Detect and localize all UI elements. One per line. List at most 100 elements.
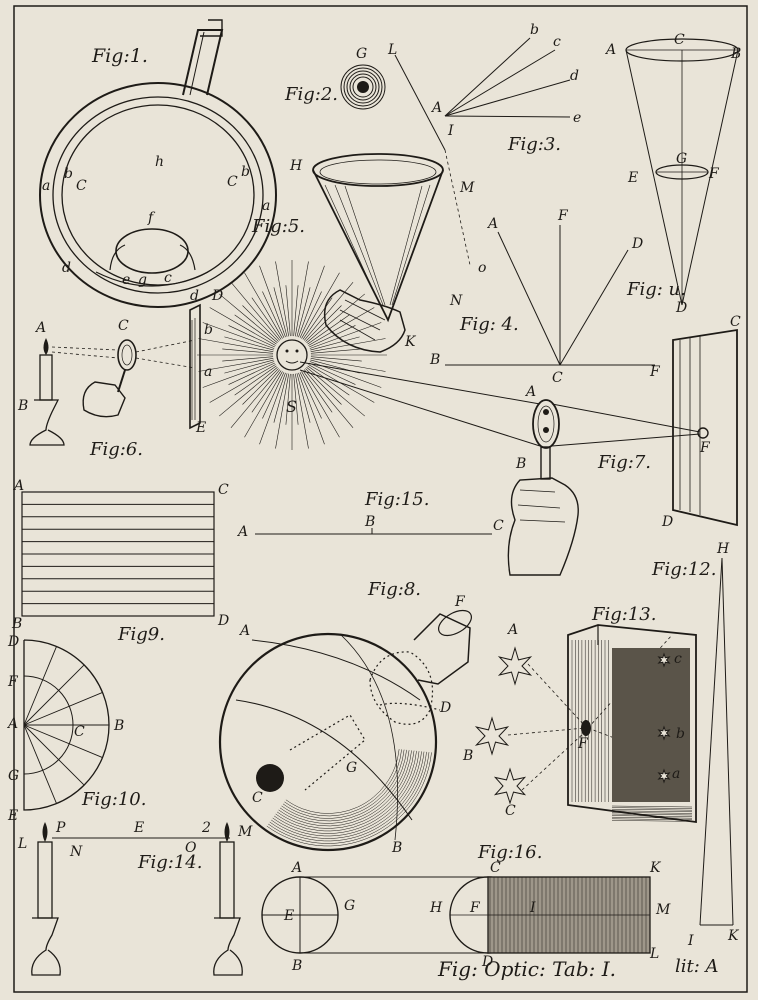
image-star-shape <box>657 725 671 741</box>
sun-ray <box>262 291 285 338</box>
fig9-lines <box>21 491 215 617</box>
fig7-label-b: B <box>515 456 526 472</box>
fig14-title: Fig:14. <box>137 852 202 873</box>
fig13-label-c: C <box>505 803 516 819</box>
sun-ray <box>306 293 365 344</box>
fig11-label-g: G <box>676 151 687 167</box>
sun-ray <box>202 322 275 349</box>
sun-ray <box>310 336 360 351</box>
fig5-cone-hatching <box>324 184 431 306</box>
fig3-label-a: A <box>430 100 442 116</box>
sun-ray <box>310 356 362 362</box>
fig9-label-b: B <box>11 616 22 632</box>
sun-ray <box>301 371 340 438</box>
fig9-label-a: A <box>12 478 24 494</box>
fig12-label-h: H <box>716 541 730 557</box>
fig6-title: Fig:6. <box>89 439 143 460</box>
fig7-label-d: D <box>661 514 673 530</box>
sun-ray <box>251 370 282 413</box>
fig8-shade-arc <box>269 751 427 842</box>
fig12-lines <box>699 557 734 926</box>
fig4-label-d: D <box>631 236 643 252</box>
fig7-labels: A B F C D <box>515 314 741 530</box>
sun-ray <box>302 370 333 413</box>
fig3-label-i: I <box>447 123 454 139</box>
fig1-label-f: f <box>147 210 156 226</box>
fig1-label-a-left: a <box>42 178 50 194</box>
fig11-cone <box>625 38 739 306</box>
fig10-label-d: D <box>7 634 19 650</box>
sun-ray <box>244 371 283 438</box>
fig6-apparatus <box>29 303 201 446</box>
fig13-label-f: F <box>577 736 589 752</box>
image-star-c-icon <box>657 652 671 668</box>
fig6-label-e: E <box>195 420 206 436</box>
sun-ray <box>309 322 382 349</box>
fig5-label-m: M <box>459 180 475 196</box>
sun-ray <box>298 372 325 445</box>
fig13-box <box>567 624 697 824</box>
fig14-label-n: N <box>69 844 83 860</box>
fig1-title: Fig:1. <box>91 45 148 67</box>
fig16-label-a: A <box>290 860 302 876</box>
sun-ray <box>309 325 356 348</box>
sun-ray <box>234 365 277 396</box>
fig5-label-n: N <box>449 293 463 309</box>
fig13-hatching <box>571 640 693 822</box>
fig5-labels: H M K o N <box>289 158 486 350</box>
fig10-spoke <box>23 724 57 804</box>
fig9-labels: A C B D <box>11 478 229 632</box>
fig1-label-c-right: C <box>227 174 238 190</box>
sun-ray <box>209 307 276 346</box>
plate-caption: Fig: Optic: Tab: I. <box>437 957 616 981</box>
sun-ray <box>259 372 286 445</box>
fig3-rays <box>394 37 571 151</box>
fig12-label-k: K <box>727 928 740 944</box>
fig6-label-b-small: b <box>204 322 213 338</box>
box-floor-line <box>611 812 693 814</box>
sun-ray <box>285 373 291 425</box>
fig9-title: Fig9. <box>117 624 165 645</box>
sun-ray <box>202 361 275 388</box>
sun <box>197 260 387 450</box>
fig16-title: Fig:16. <box>477 842 542 863</box>
fig16-label-l: L <box>649 946 659 962</box>
fig4-label-f-right: F <box>649 364 661 380</box>
box-floor-line <box>611 808 693 811</box>
star-a-icon <box>497 646 533 686</box>
fig13-label-a-image: a <box>672 766 680 782</box>
sun-ray <box>302 297 333 340</box>
fig16-diagram <box>261 876 651 954</box>
fig8-shade-arc <box>279 750 410 824</box>
sun-ray <box>198 358 274 372</box>
sun-rays <box>197 260 387 450</box>
fig10-label-a: A <box>6 716 18 732</box>
sun-ray <box>228 325 275 348</box>
fig8-shade-arc <box>275 750 417 832</box>
sun-ray <box>298 265 325 338</box>
fig8-label-d: D <box>439 700 451 716</box>
fig8-shade-arc <box>276 750 415 829</box>
fig8-shade-arc <box>272 751 422 837</box>
fig1-eye <box>39 19 277 308</box>
fig6-label-a: A <box>34 320 46 336</box>
sun-ray <box>251 297 282 340</box>
sun-ray <box>295 261 309 337</box>
fig4-title: Fig: 4. <box>459 314 519 335</box>
fig16-label-f: F <box>469 900 481 916</box>
star-c-icon <box>493 767 527 805</box>
fig7-label-f: F <box>699 440 711 456</box>
fig13-title: Fig:13. <box>591 604 656 625</box>
fig16-label-b: B <box>291 958 302 974</box>
fig14-label-m: M <box>237 824 253 840</box>
sun-ray <box>295 373 309 449</box>
star-shape <box>497 646 533 686</box>
fig10-spoke <box>23 646 57 726</box>
fig3-label-b: b <box>530 22 539 38</box>
fig10-spokes <box>23 640 109 810</box>
fig15-segment <box>255 528 492 535</box>
sun-ray <box>275 373 289 449</box>
fig8-shade-arc <box>285 749 400 814</box>
fig13-labels: A B C F c b a <box>462 622 685 819</box>
